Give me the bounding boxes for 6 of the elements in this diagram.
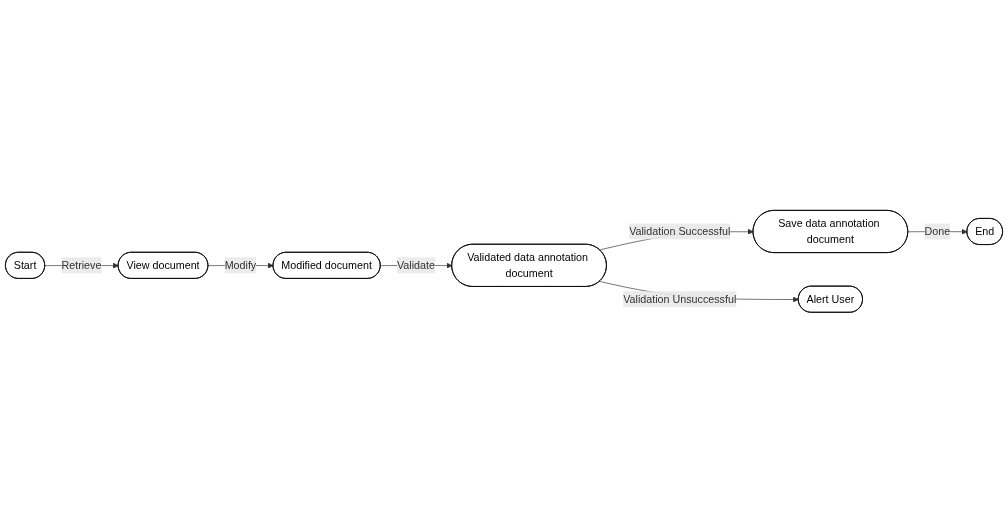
edge-label: Done [924,225,951,237]
edge-label: Validation Unsuccessful [623,292,737,305]
edge-label: Validate [396,258,435,271]
edge-label: Modify [224,258,257,271]
edge-label: Validation Successful [629,225,731,237]
edge-label: Retrieve [61,258,102,271]
